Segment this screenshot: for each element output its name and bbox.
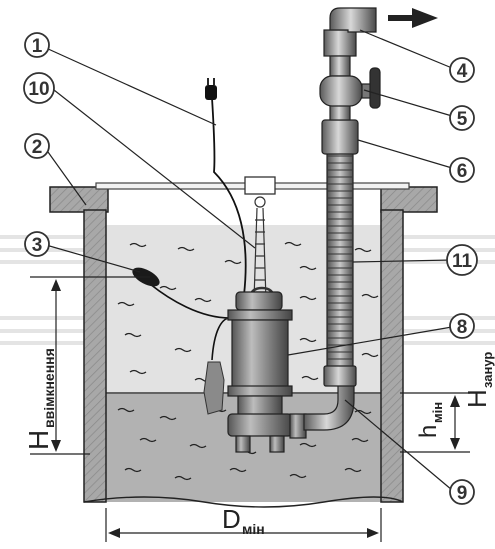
label-d-min: D мін bbox=[222, 504, 265, 537]
callout-3: 3 bbox=[32, 235, 43, 256]
label-d-min-main: D bbox=[222, 504, 241, 534]
hose-clamp-bottom bbox=[323, 365, 357, 387]
callout-1: 1 bbox=[32, 36, 43, 57]
power-plug-icon bbox=[205, 78, 217, 100]
power-cable bbox=[211, 97, 247, 296]
callout-leaders bbox=[45, 29, 453, 491]
tank-walls bbox=[49, 186, 438, 503]
label-h-min: h мін bbox=[415, 402, 445, 438]
tank-bottom-break bbox=[83, 496, 404, 508]
submersible-pump bbox=[227, 291, 307, 453]
float-weight bbox=[203, 361, 225, 415]
callout-8: 8 bbox=[457, 317, 468, 338]
label-h-on-sub: ввімкнення bbox=[41, 348, 57, 428]
label-h-immersion: H занур bbox=[462, 352, 495, 408]
dimension-lines bbox=[30, 276, 470, 542]
callout-10: 10 bbox=[28, 79, 49, 100]
callout-6: 6 bbox=[457, 161, 468, 182]
label-h-on: H ввімкнення bbox=[23, 348, 57, 450]
callout-11: 11 bbox=[452, 251, 473, 272]
discharge-pipe bbox=[323, 7, 377, 121]
flow-arrow-icon bbox=[388, 8, 438, 28]
label-h-min-main: h bbox=[415, 425, 442, 438]
callout-numbers: 1 2 3 4 5 6 8 9 10 11 bbox=[28, 36, 472, 504]
hose-clamp-top bbox=[321, 119, 359, 155]
callout-5: 5 bbox=[457, 109, 468, 130]
label-h-min-sub: мін bbox=[430, 402, 445, 423]
label-d-min-sub: мін bbox=[242, 521, 265, 537]
callout-9: 9 bbox=[457, 483, 468, 504]
label-h-immersion-main: H bbox=[462, 389, 492, 408]
label-h-immersion-sub: занур bbox=[480, 352, 495, 388]
callout-circles bbox=[23, 32, 478, 505]
callout-2: 2 bbox=[32, 137, 43, 158]
callout-4: 4 bbox=[457, 61, 468, 82]
lid-clamp bbox=[244, 176, 276, 195]
water-wave-marks bbox=[117, 241, 379, 481]
label-h-on-main: H bbox=[23, 430, 54, 450]
